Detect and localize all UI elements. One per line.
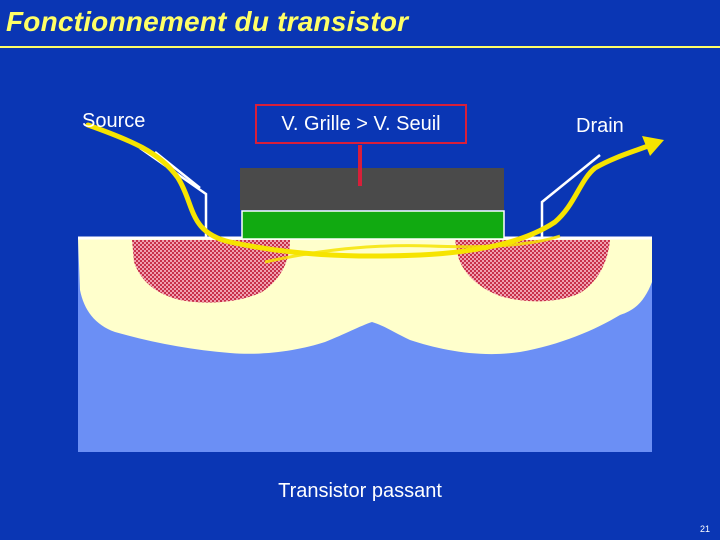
diagram-caption: Transistor passant <box>278 480 442 502</box>
gate-oxide <box>241 210 505 240</box>
source-contact-wire <box>139 146 208 238</box>
current-path-secondary <box>264 234 561 264</box>
source-label: Source <box>82 110 146 132</box>
drain-diffusion <box>455 240 610 302</box>
gate-metal <box>240 168 504 210</box>
gate-condition-box: V. Grille > V. Seuil <box>255 104 467 144</box>
gate-condition-text: V. Grille > V. Seuil <box>281 112 441 135</box>
drain-contact-wire <box>540 154 601 238</box>
slide-title: Fonctionnement du transistor <box>6 6 409 37</box>
page-number: 21 <box>699 524 710 534</box>
title-underline <box>0 46 720 48</box>
drain-label: Drain <box>576 115 624 137</box>
source-diffusion <box>132 240 290 303</box>
current-path-arrow <box>85 122 651 259</box>
arrow-head-icon <box>642 136 664 156</box>
